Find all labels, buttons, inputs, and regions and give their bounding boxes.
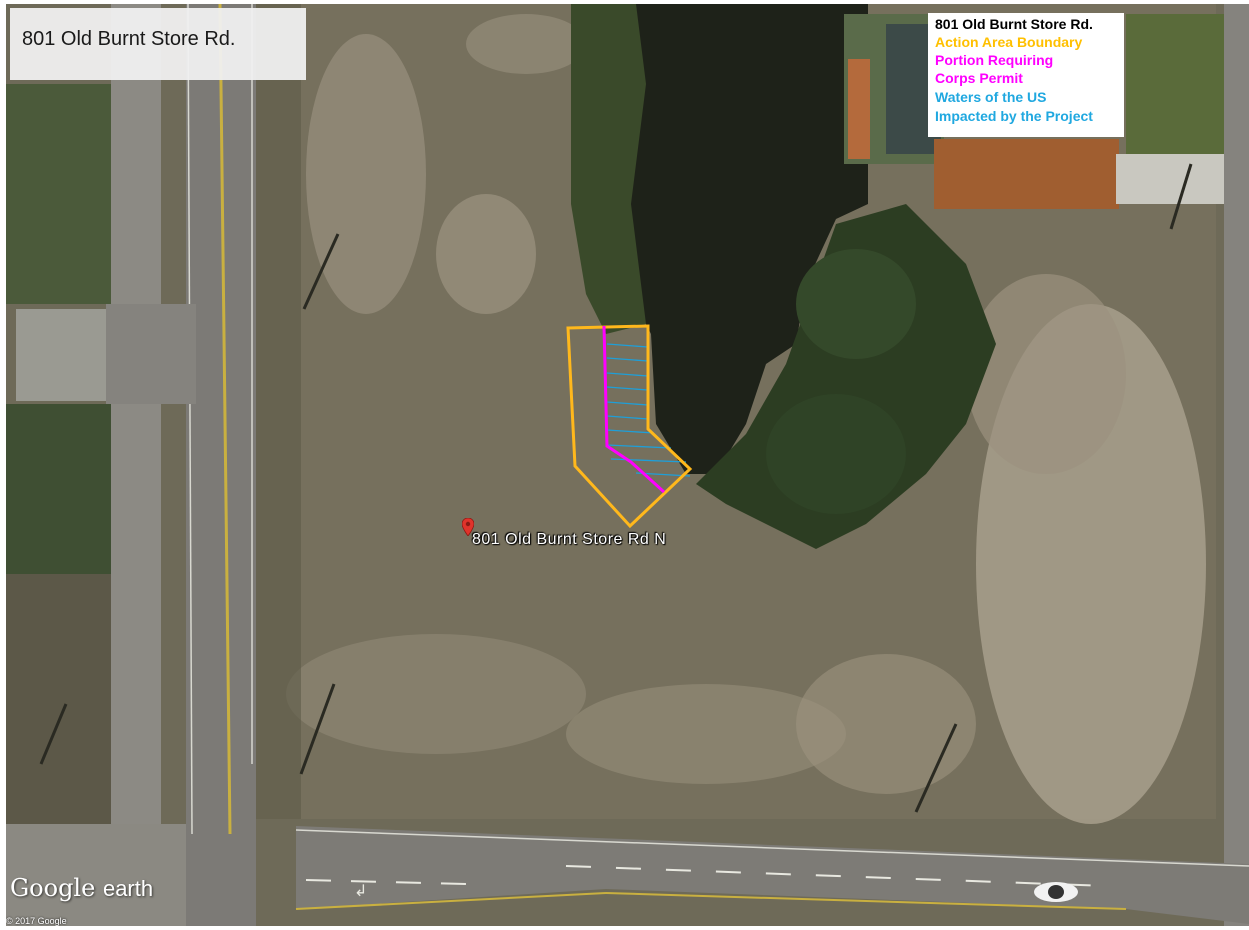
title-panel: 801 Old Burnt Store Rd. [10,8,306,80]
page-title: 801 Old Burnt Store Rd. [22,28,236,50]
legend-action-area: Action Area Boundary [935,34,1083,50]
pin-address-label[interactable]: 801 Old Burnt Store Rd N [472,531,667,548]
legend-portion-requiring: Portion Requiring [935,52,1054,68]
legend-address: 801 Old Burnt Store Rd. [935,16,1093,32]
legend-corps-permit: Corps Permit [935,70,1023,86]
legend-waters-us: Waters of the US [935,89,1047,105]
earth-wordmark: earth [102,876,154,901]
waters-hatch [606,343,691,477]
google-wordmark: Google [10,874,96,902]
satellite-map[interactable]: ↲ 801 Old [6,4,1249,926]
svg-text:↲: ↲ [354,881,367,900]
google-earth-logo: Google earth [10,874,153,902]
copyright-notice: © 2017 Google [6,916,67,926]
corps-permit-line [602,325,666,494]
action-area-overlay [566,324,693,529]
legend-impacted: Impacted by the Project [935,108,1093,124]
action-area-boundary [566,324,693,529]
map-pin-icon[interactable] [461,517,475,541]
satellite-imagery: ↲ [6,4,1249,926]
map-legend: 801 Old Burnt Store Rd. Action Area Boun… [928,13,1124,137]
